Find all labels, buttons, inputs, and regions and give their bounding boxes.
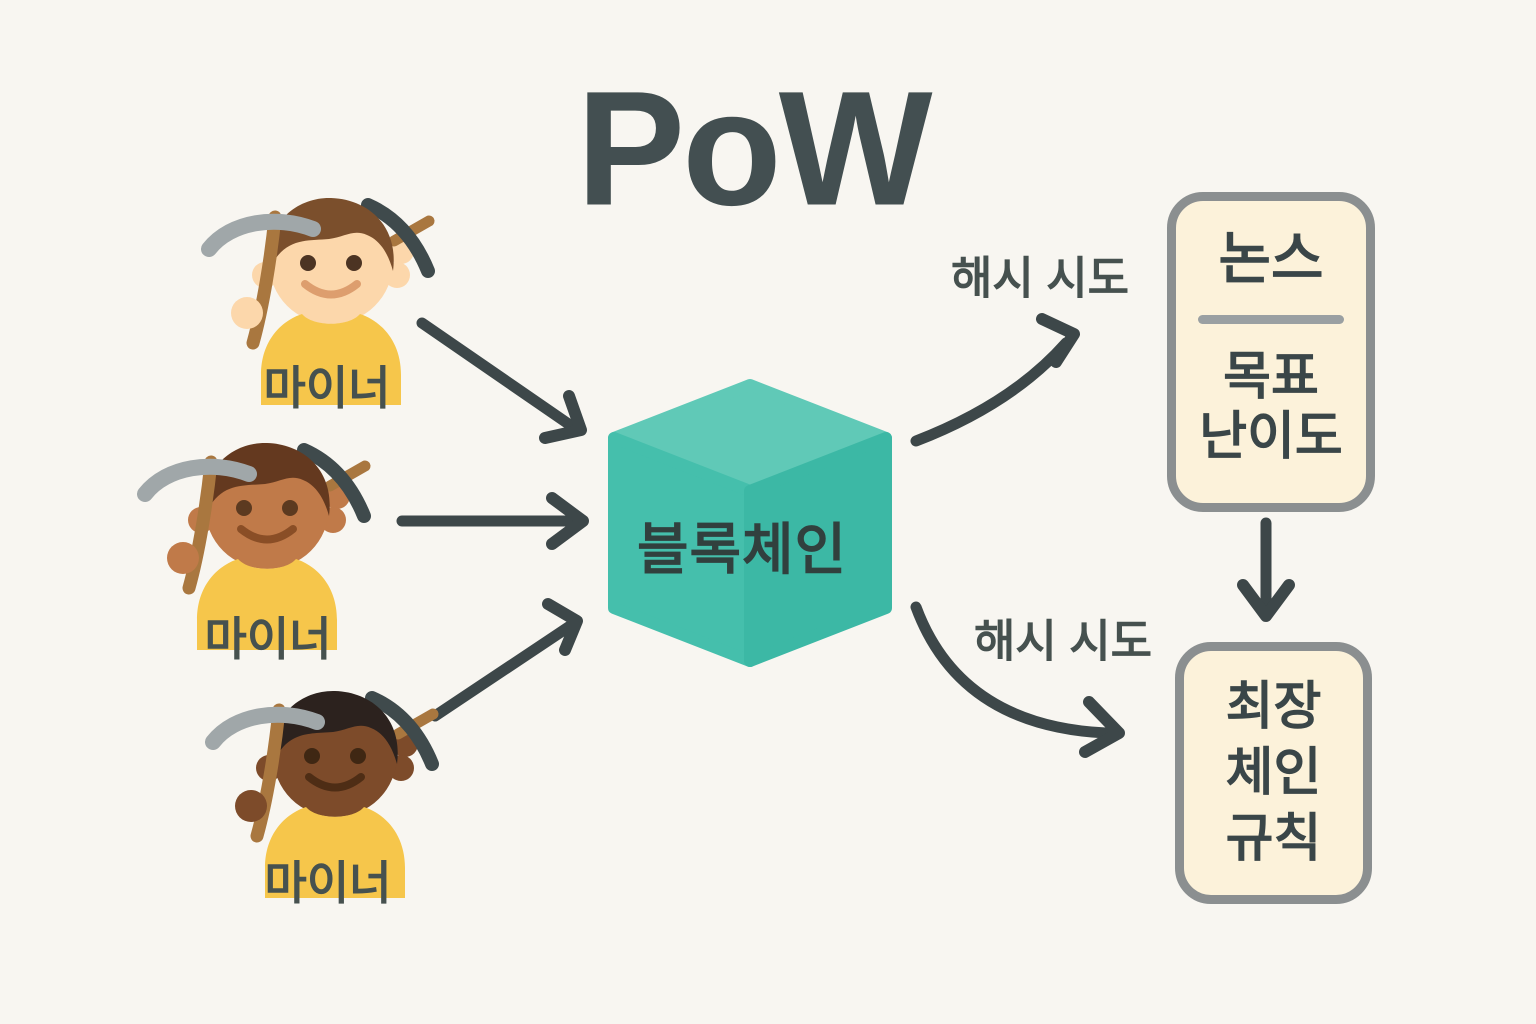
back-pickaxe-blade [297,443,371,523]
hash-attempt-label-bottom: 해시 시도 [973,615,1153,667]
blockchain-label: 블록체인 [637,518,847,581]
fraction-divider [1198,315,1344,324]
pickaxe-icon [137,458,257,502]
pickaxe-handle [182,455,218,595]
arrow-blockchain-to-nonce-box [910,313,1080,447]
miner-shirt [265,807,405,898]
miner-hand [231,297,263,329]
pickaxe-icon [205,706,325,750]
rule-line-1: 최장 [1225,678,1322,736]
miner-figure-3 [205,670,465,900]
miner-icon [201,197,435,405]
miner-hand [167,542,199,574]
hash-attempt-label-top: 해시 시도 [950,252,1130,304]
pickaxe-icon [201,213,321,257]
cube-right-face [744,432,892,667]
rule-line-2: 체인 [1225,744,1322,802]
miner-hand [235,790,267,822]
miner-figure-1 [201,177,461,407]
pickaxe-handle [250,703,286,843]
miner-icon [137,442,371,650]
nonce-label: 논스 [1218,227,1324,291]
miner-icon [205,690,439,898]
pickaxe-handle [246,210,282,350]
blockchain-cube: 블록체인 [608,379,892,667]
difficulty-label: 난이도 [1199,408,1343,466]
back-pickaxe-blade [365,691,439,771]
diagram-title: PoW [576,56,932,240]
miner-figure-2 [137,422,397,652]
miner-label-1: 마이너 [263,362,391,414]
miner-label-2: 마이너 [204,613,332,665]
back-pickaxe-blade [361,198,435,278]
miner-shirt [197,559,337,650]
arrow-miner2-to-blockchain [396,492,589,550]
rule-line-3: 규칙 [1225,810,1322,868]
target-label: 목표 [1223,348,1319,406]
longest-chain-rule-box: 최장 체인 규칙 [1175,642,1372,904]
miner-shirt [261,314,401,405]
nonce-target-difficulty-box: 논스 목표 난이도 [1167,192,1375,512]
miner-label-3: 마이너 [264,857,392,909]
arrow-nonce-box-to-rule-box [1237,517,1295,622]
